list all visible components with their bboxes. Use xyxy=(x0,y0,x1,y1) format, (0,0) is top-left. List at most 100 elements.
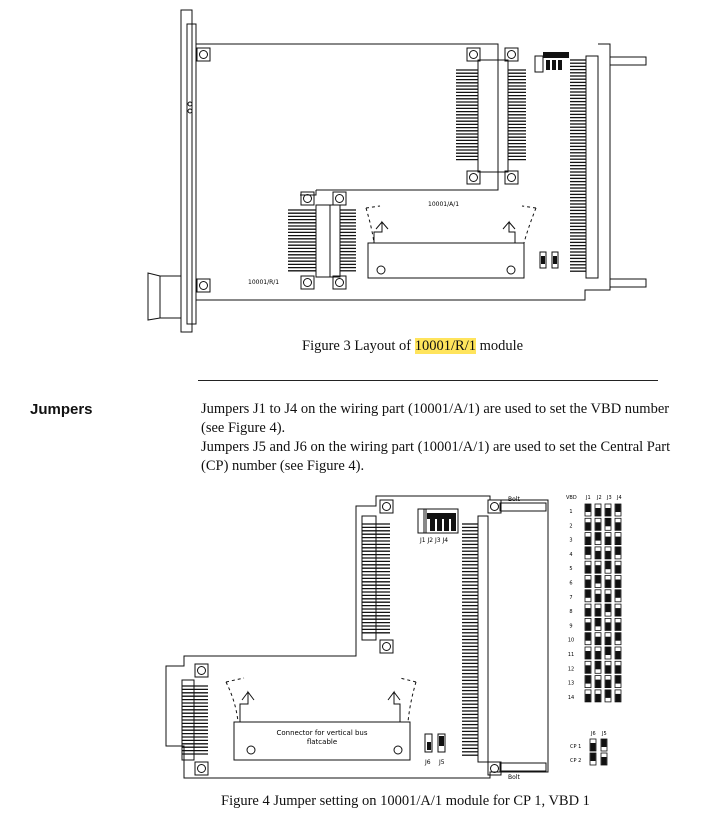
vbd-row-label: 7 xyxy=(569,595,572,601)
vbd-row-label: 14 xyxy=(568,695,574,701)
jumper-cap xyxy=(585,622,591,631)
jumper-cap xyxy=(615,693,621,702)
jumper-cap xyxy=(585,665,591,674)
section-heading: Jumpers xyxy=(30,401,93,418)
jumper-cap xyxy=(595,508,601,516)
jumper-cap xyxy=(605,647,611,655)
vbd-row-label: 2 xyxy=(569,523,572,529)
jumper-cap xyxy=(595,608,601,617)
jumper-cap xyxy=(615,504,621,512)
jumper-cap xyxy=(595,565,601,574)
jumper-cap xyxy=(595,575,601,584)
jumper-cap xyxy=(615,665,621,674)
figure3-caption: Figure 3 Layout of 10001/R/1 module xyxy=(302,338,523,355)
vbd-row-label: 5 xyxy=(569,566,572,572)
jumper-cap xyxy=(595,532,601,541)
jumper-cap xyxy=(595,679,601,688)
jumper-j5-label: J5 xyxy=(438,759,445,766)
jumper-cap xyxy=(595,661,601,670)
jumper-cap xyxy=(585,651,591,659)
connector-pins xyxy=(288,59,586,272)
jumper-cap xyxy=(615,622,621,631)
jumper-cap xyxy=(605,508,611,516)
jumper-cap xyxy=(585,565,591,574)
jumper-cap xyxy=(615,589,621,598)
vbd-row-label: 12 xyxy=(568,666,574,672)
jumper-cap xyxy=(595,693,601,702)
jumper-cap xyxy=(595,550,601,559)
jumper-cap xyxy=(595,651,601,659)
jumper-cap xyxy=(605,689,611,698)
jumper-j6-label: J6 xyxy=(424,759,431,766)
jumper-cap xyxy=(585,675,591,684)
cp-header-j5: J5 xyxy=(601,731,607,737)
jumper-cap xyxy=(585,504,591,512)
vbd-row-label: 1 xyxy=(569,509,572,515)
paragraph-1: Jumpers J1 to J4 on the wiring part (100… xyxy=(201,401,670,436)
jumper-cap xyxy=(585,579,591,588)
figure4-caption: Figure 4 Jumper setting on 10001/A/1 mod… xyxy=(221,793,590,809)
jumper-cap xyxy=(605,536,611,545)
jumper-cap xyxy=(601,757,607,765)
jumper-cap xyxy=(595,522,601,531)
vbd-row-label: 10 xyxy=(568,638,574,644)
jumper-cap xyxy=(585,693,591,702)
jumper-cap xyxy=(615,536,621,545)
vbd-header-j3: J3 xyxy=(606,495,612,501)
vbd-row-label: 9 xyxy=(569,623,572,629)
board-label-r: 10001/R/1 xyxy=(248,279,279,286)
jumper-cap xyxy=(595,618,601,627)
jumper-cap xyxy=(590,753,596,761)
vbd-row-label: 4 xyxy=(569,552,572,558)
cp-row-label: CP 2 xyxy=(570,758,581,764)
vbd-header-j2: J2 xyxy=(596,495,602,501)
jumper-cap xyxy=(585,536,591,545)
jumper-cap xyxy=(585,589,591,598)
jumper-cap xyxy=(615,565,621,574)
jumper-cap xyxy=(605,604,611,613)
jumper-cap xyxy=(615,546,621,555)
jumper-cap xyxy=(595,636,601,645)
jumper-cap xyxy=(605,550,611,559)
jumper-cap xyxy=(590,743,596,751)
vbd-row-label: 13 xyxy=(568,681,574,687)
section-divider xyxy=(198,380,658,381)
jumper-cap xyxy=(615,632,621,641)
bolt-label-bottom: Bolt xyxy=(508,774,520,781)
bolt-label-top: Bolt xyxy=(508,496,520,503)
jumper-labels-top: J1 J2 J3 J4 xyxy=(419,537,448,544)
jumper-cap xyxy=(585,546,591,555)
jumper-cap xyxy=(605,665,611,674)
figure3-caption-highlight: 10001/R/1 xyxy=(414,338,476,354)
figure3-caption-prefix: Figure 3 Layout of xyxy=(302,338,415,354)
jumper-cap xyxy=(605,622,611,631)
jumper-cap xyxy=(605,593,611,602)
cp-header-j6: J6 xyxy=(590,731,596,737)
jumper-cap xyxy=(595,593,601,602)
jumper-cap xyxy=(585,608,591,617)
board-label-a: 10001/A/1 xyxy=(428,201,459,208)
vbd-header-j4: J4 xyxy=(616,495,622,501)
jumper-cap xyxy=(585,522,591,531)
jumper-cap xyxy=(605,579,611,588)
jumper-cap xyxy=(601,739,607,747)
jumper-cap xyxy=(615,651,621,659)
jumper-cap xyxy=(605,636,611,645)
vbd-row-label: 11 xyxy=(568,652,574,658)
figure3-caption-suffix: module xyxy=(476,338,524,354)
jumper-cap xyxy=(605,518,611,527)
front-panel xyxy=(180,9,193,333)
jumper-cap xyxy=(615,608,621,617)
paragraph-2: Jumpers J5 and J6 on the wiring part (10… xyxy=(201,439,671,474)
vbd-row-label: 8 xyxy=(569,609,572,615)
jumper-cap xyxy=(615,522,621,531)
vbd-header-vbd: VBD xyxy=(566,495,577,501)
vbd-row-label: 6 xyxy=(569,581,572,587)
connector-label-line1: Connector for vertical bus xyxy=(276,729,367,737)
vbd-header-j1: J1 xyxy=(585,495,591,501)
jumper-cap xyxy=(615,579,621,588)
connector-label-line2: flatcable xyxy=(307,738,337,746)
jumper-cap xyxy=(605,561,611,570)
